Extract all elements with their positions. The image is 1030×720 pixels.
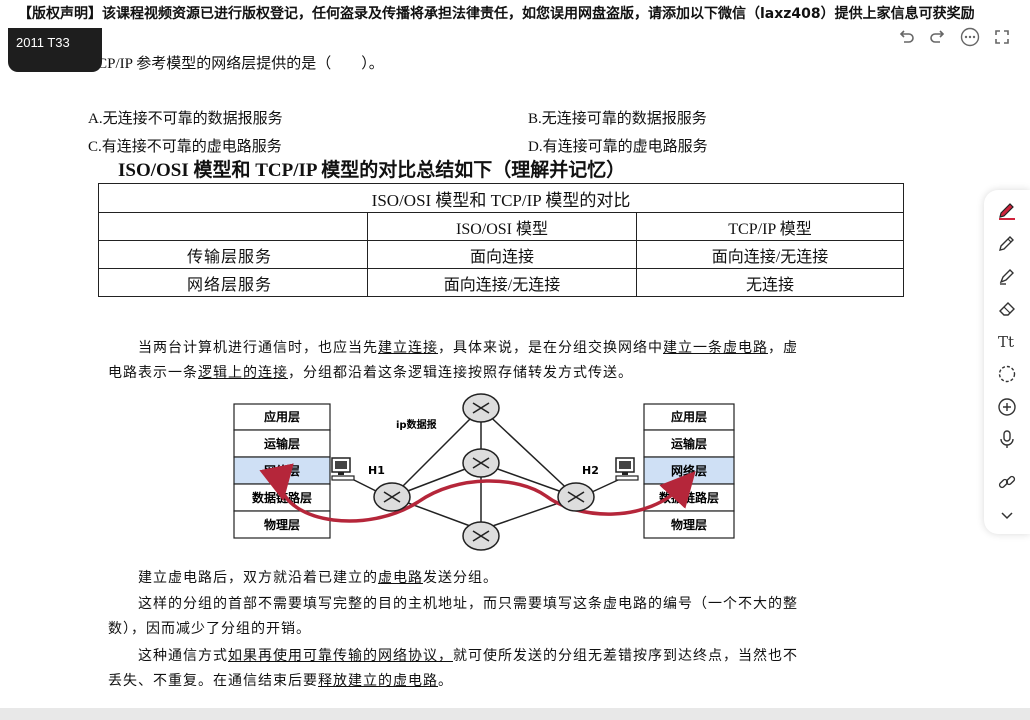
right-stack-label: 物理层 bbox=[671, 517, 707, 532]
question-tag-label: 2011 T33 bbox=[16, 35, 70, 50]
svg-text:Tt: Tt bbox=[998, 333, 1014, 351]
right-stack-label: 网络层 bbox=[671, 463, 707, 478]
router-icon bbox=[557, 482, 595, 512]
undo-icon[interactable] bbox=[896, 27, 916, 47]
paragraph-header: 这样的分组的首部不需要填写完整的目的主机地址，而只需要填写这条虚电路的编号（一个… bbox=[108, 597, 798, 637]
host-h1-icon bbox=[331, 457, 355, 481]
table-header-empty bbox=[98, 212, 368, 241]
pen-icon[interactable] bbox=[997, 200, 1017, 220]
router-icon bbox=[462, 393, 500, 423]
right-stack-label: 应用层 bbox=[671, 409, 707, 424]
redo-icon[interactable] bbox=[928, 27, 948, 47]
table-cell: 面向连接/无连接 bbox=[367, 268, 637, 297]
document-page bbox=[0, 28, 982, 708]
left-stack-label: 物理层 bbox=[264, 517, 300, 532]
table-row-label: 传输层服务 bbox=[98, 240, 368, 269]
add-icon[interactable] bbox=[997, 397, 1017, 417]
router-icon bbox=[462, 521, 500, 551]
table-header-tcpip: TCP/IP 模型 bbox=[636, 212, 904, 241]
copyright-banner: 【版权声明】该课程视频资源已进行版权登记，任何盗录及传播将承担法律责任，如您误用… bbox=[0, 0, 1030, 28]
table-cell: 无连接 bbox=[636, 268, 904, 297]
paragraph-reliable: 这种通信方式如果再使用可靠传输的网络协议，就可使所发送的分组无差错按序到达终点，… bbox=[108, 649, 798, 689]
table-header-osi: ISO/OSI 模型 bbox=[367, 212, 637, 241]
question-tag bbox=[8, 28, 102, 72]
option-a: A.无连接不可靠的数据报服务 bbox=[88, 111, 283, 127]
right-stack-label: 运输层 bbox=[671, 436, 707, 451]
right-layer-physical bbox=[643, 510, 735, 539]
option-b: B.无连接可靠的数据报服务 bbox=[528, 111, 707, 127]
link-icon[interactable] bbox=[997, 472, 1017, 492]
more-icon[interactable] bbox=[960, 27, 980, 47]
table-row: 网络层服务 面向连接/无连接 无连接 bbox=[98, 268, 904, 297]
lasso-icon[interactable] bbox=[997, 364, 1017, 384]
section-title: ISO/OSI 模型和 TCP/IP 模型的对比总结如下（理解并记忆） bbox=[118, 160, 626, 181]
comparison-table: ISO/OSI 模型和 TCP/IP 模型的对比 ISO/OSI 模型 TCP/… bbox=[98, 183, 904, 297]
mic-icon[interactable] bbox=[997, 429, 1017, 449]
question-stem: TCP/IP 参考模型的网络层提供的是（ ）。 bbox=[88, 56, 384, 72]
table-cell: 面向连接/无连接 bbox=[636, 240, 904, 269]
right-protocol-stack: 应用层 运输层 网络层 数据链路层 物理层 bbox=[643, 403, 735, 539]
maximize-icon[interactable] bbox=[992, 27, 1012, 47]
top-controls bbox=[896, 27, 1012, 47]
annotation-toolbar: Tt bbox=[984, 190, 1030, 534]
router-icon bbox=[462, 448, 500, 478]
virtual-circuit-path bbox=[259, 463, 696, 523]
left-stack-label: 应用层 bbox=[264, 409, 300, 424]
left-layer-transport bbox=[233, 429, 331, 458]
text-icon[interactable]: Tt bbox=[997, 331, 1017, 351]
eraser-icon[interactable] bbox=[997, 299, 1017, 319]
table-cell: 面向连接 bbox=[367, 240, 637, 269]
pencil-icon[interactable] bbox=[997, 233, 1017, 253]
virtual-circuit-diagram: 应用层 运输层 网络层 数据链路层 物理层 应用层 运输层 网络层 数据链路层 … bbox=[233, 393, 735, 551]
table-row: 传输层服务 面向连接 面向连接/无连接 bbox=[98, 240, 904, 269]
table-caption: ISO/OSI 模型和 TCP/IP 模型的对比 bbox=[98, 183, 904, 213]
bottom-bar bbox=[0, 708, 1030, 720]
table-row-label: 网络层服务 bbox=[98, 268, 368, 297]
option-d: D.有连接可靠的虚电路服务 bbox=[528, 139, 708, 155]
host-h2-icon bbox=[615, 457, 639, 481]
chevron-down-icon[interactable] bbox=[997, 505, 1017, 525]
ip-datagram-label: ip数据报 bbox=[396, 418, 437, 431]
left-stack-label: 运输层 bbox=[264, 436, 300, 451]
right-layer-app bbox=[643, 403, 735, 431]
paragraph-virtual-circuit: 当两台计算机进行通信时，也应当先建立连接，具体来说，是在分组交换网络中建立一条虚… bbox=[108, 341, 798, 381]
host-h2-label: H2 bbox=[582, 464, 599, 477]
option-c: C.有连接不可靠的虚电路服务 bbox=[88, 139, 282, 155]
left-stack-label: 网络层 bbox=[264, 463, 300, 478]
right-layer-transport bbox=[643, 429, 735, 458]
router-icon bbox=[373, 482, 411, 512]
paragraph-send: 建立虚电路后，双方就沿着已建立的虚电路发送分组。 bbox=[138, 571, 498, 586]
host-h1-label: H1 bbox=[368, 464, 385, 477]
highlighter-icon[interactable] bbox=[997, 266, 1017, 286]
